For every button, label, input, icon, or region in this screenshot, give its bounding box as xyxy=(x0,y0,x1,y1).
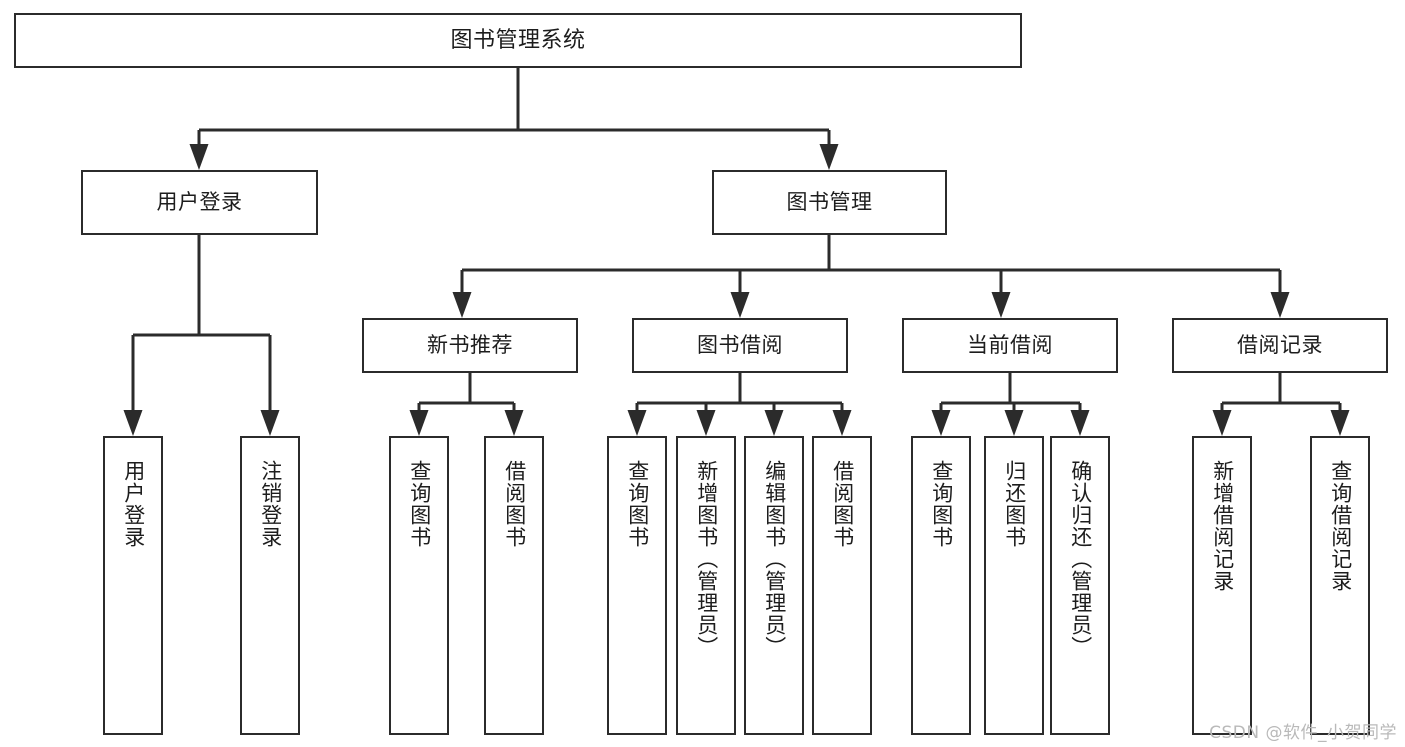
leaf-borrow-book-2[interactable]: 借阅图书 xyxy=(812,436,872,735)
node-current-borrow[interactable]: 当前借阅 xyxy=(902,318,1118,373)
arrow-leaf-return-book-head xyxy=(1004,410,1024,436)
arrow-leaf-edit-book-head xyxy=(764,410,784,436)
leaf-edit-book-label: 编辑图书（管理员） xyxy=(762,460,787,658)
leaf-add-book-label: 新增图书（管理员） xyxy=(694,460,719,658)
node-book-borrow-label: 图书借阅 xyxy=(697,333,783,357)
arrow-current-borrow-head xyxy=(991,292,1011,318)
arrow-leaf-add-record-head xyxy=(1212,410,1232,436)
arrow-leaf-logout-head xyxy=(260,410,280,436)
leaf-query-book-2-label: 查询图书 xyxy=(625,460,650,548)
node-user-login-label: 用户登录 xyxy=(156,190,243,214)
arrow-leaf-borrow-book-2-head xyxy=(832,410,852,436)
node-new-book-recommend-label: 新书推荐 xyxy=(427,333,513,357)
leaf-add-borrow-record[interactable]: 新增借阅记录 xyxy=(1192,436,1252,735)
node-user-login[interactable]: 用户登录 xyxy=(81,170,318,235)
node-borrow-record-label: 借阅记录 xyxy=(1237,333,1323,357)
arrow-book-manage-head xyxy=(819,144,839,170)
leaf-borrow-book-2-label: 借阅图书 xyxy=(830,460,855,548)
leaf-user-login[interactable]: 用户登录 xyxy=(103,436,163,735)
leaf-query-book-1-label: 查询图书 xyxy=(407,460,432,548)
leaf-query-borrow-record-label: 查询借阅记录 xyxy=(1328,460,1353,592)
arrow-new-book-rec-head xyxy=(452,292,472,318)
leaf-return-book[interactable]: 归还图书 xyxy=(984,436,1044,735)
leaf-borrow-book-1-label: 借阅图书 xyxy=(502,460,527,548)
node-borrow-record[interactable]: 借阅记录 xyxy=(1172,318,1388,373)
leaf-user-login-label: 用户登录 xyxy=(121,460,146,548)
node-root[interactable]: 图书管理系统 xyxy=(14,13,1022,68)
leaf-borrow-book-1[interactable]: 借阅图书 xyxy=(484,436,544,735)
leaf-query-book-3-label: 查询图书 xyxy=(929,460,954,548)
arrow-leaf-borrow-book-1-head xyxy=(504,410,524,436)
arrow-leaf-query-record-head xyxy=(1330,410,1350,436)
arrow-borrow-record-head xyxy=(1270,292,1290,318)
arrow-user-login-head xyxy=(189,144,209,170)
leaf-return-book-label: 归还图书 xyxy=(1002,460,1027,548)
arrow-leaf-add-book-head xyxy=(696,410,716,436)
leaf-confirm-return-label: 确认归还（管理员） xyxy=(1068,460,1093,658)
leaf-edit-book[interactable]: 编辑图书（管理员） xyxy=(744,436,804,735)
arrow-leaf-user-login-head xyxy=(123,410,143,436)
node-book-borrow[interactable]: 图书借阅 xyxy=(632,318,848,373)
leaf-query-borrow-record[interactable]: 查询借阅记录 xyxy=(1310,436,1370,735)
leaf-logout[interactable]: 注销登录 xyxy=(240,436,300,735)
node-root-label: 图书管理系统 xyxy=(450,27,586,53)
node-current-borrow-label: 当前借阅 xyxy=(967,333,1053,357)
arrow-leaf-query-book-1-head xyxy=(409,410,429,436)
arrow-leaf-query-book-2-head xyxy=(627,410,647,436)
node-book-manage-label: 图书管理 xyxy=(786,190,873,214)
node-new-book-recommend[interactable]: 新书推荐 xyxy=(362,318,578,373)
leaf-logout-label: 注销登录 xyxy=(258,460,283,548)
arrow-leaf-query-book-3-head xyxy=(931,410,951,436)
leaf-confirm-return[interactable]: 确认归还（管理员） xyxy=(1050,436,1110,735)
node-book-manage[interactable]: 图书管理 xyxy=(712,170,947,235)
leaf-query-book-1[interactable]: 查询图书 xyxy=(389,436,449,735)
arrow-book-borrow-head xyxy=(730,292,750,318)
watermark: CSDN @软件_小贺同学 xyxy=(1209,723,1397,743)
leaf-add-borrow-record-label: 新增借阅记录 xyxy=(1210,460,1235,592)
arrow-leaf-confirm-return-head xyxy=(1070,410,1090,436)
leaf-query-book-3[interactable]: 查询图书 xyxy=(911,436,971,735)
leaf-add-book[interactable]: 新增图书（管理员） xyxy=(676,436,736,735)
leaf-query-book-2[interactable]: 查询图书 xyxy=(607,436,667,735)
